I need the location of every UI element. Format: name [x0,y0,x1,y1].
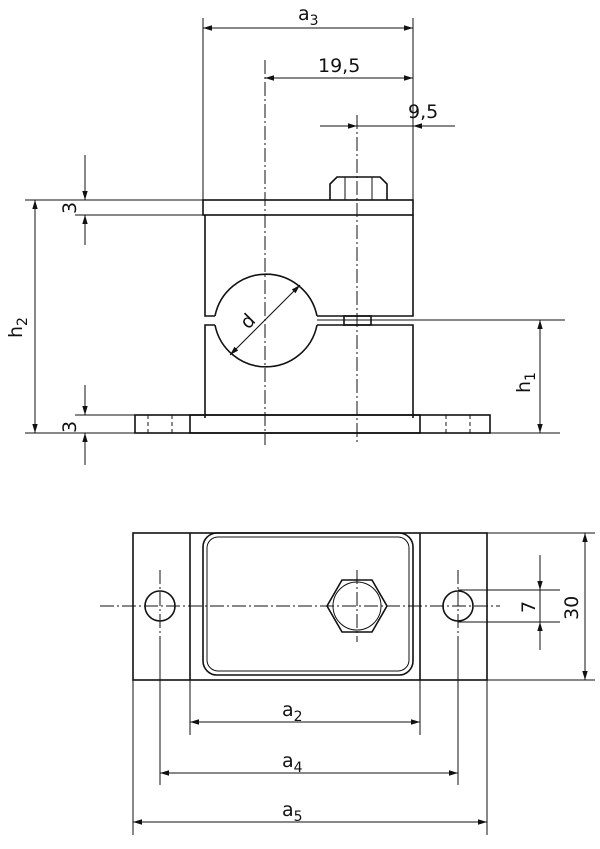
base-plate [134,414,491,434]
dim-a3-label: a3 [298,3,319,29]
front-view: a3 19,5 9,5 3 h2 d h1 3 [5,3,565,465]
mounting-hole-right [442,590,474,622]
dim-9-5-label: 9,5 [408,101,438,123]
dim-7-label: 7 [518,601,540,613]
plan-view: a2 a4 a5 7 30 [100,532,595,835]
dim-h1-label: h1 [513,372,539,393]
top-plate [202,199,414,216]
hex-bolt-head-top [326,579,388,633]
clamp-body-outline [202,532,414,676]
dim-a5-label: a5 [282,799,303,825]
hex-bolt-head [329,176,388,200]
dim-bottom-3-label: 3 [59,421,81,433]
dim-top-3-label: 3 [59,202,81,214]
lower-clamp-body [204,324,414,418]
dim-30-label: 30 [561,596,583,620]
dim-a2-label: a2 [282,699,303,725]
upper-clamp-body [204,215,414,317]
dim-a4-label: a4 [282,750,303,776]
dim-d-label: d [236,309,260,333]
dim-h2-label: h2 [5,317,31,338]
dim-19-5-label: 19,5 [318,55,360,77]
mounting-hole-left [144,590,176,622]
pipe-bore [214,273,318,368]
